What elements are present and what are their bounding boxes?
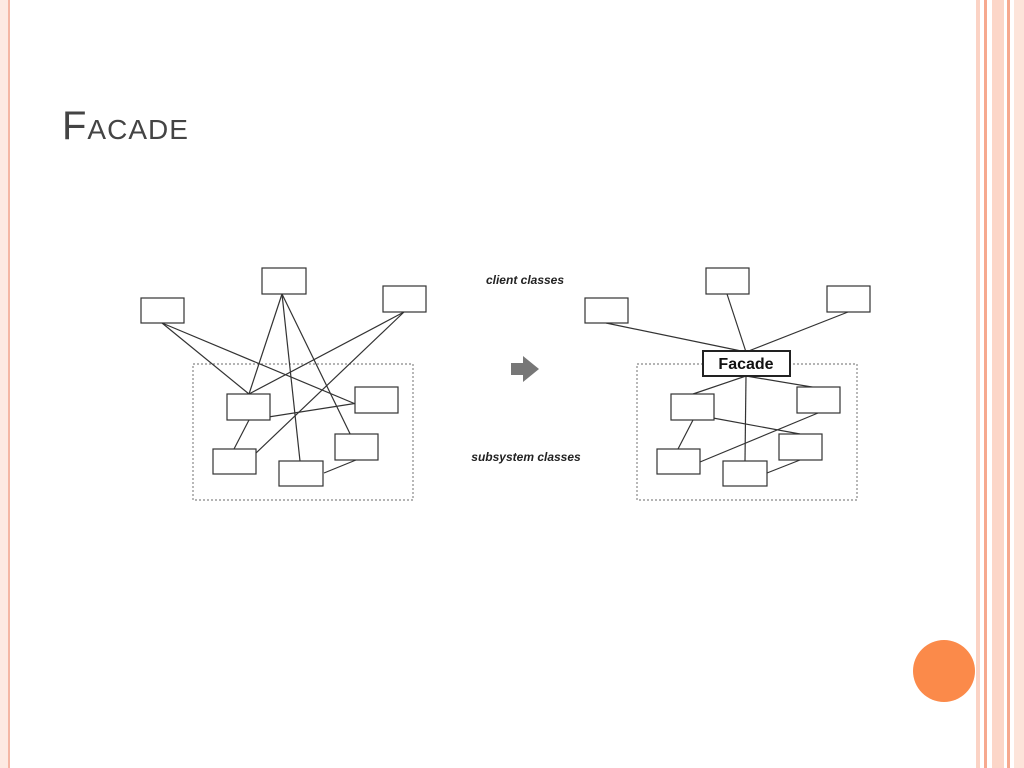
frame-stripe xyxy=(992,0,1004,768)
client-class-box xyxy=(382,285,427,313)
client-classes-label: client classes xyxy=(486,273,564,287)
subsystem-class-box xyxy=(670,393,715,421)
subsystem-class-box xyxy=(334,433,379,461)
arrow-right-icon xyxy=(511,356,539,382)
facade-label: Facade xyxy=(718,356,773,373)
subsystem-class-box xyxy=(796,386,841,414)
subsystem-class-box xyxy=(778,433,823,461)
client-class-box xyxy=(705,267,750,295)
slide-frame-left xyxy=(0,0,10,768)
accent-circle xyxy=(913,640,975,702)
facade-box xyxy=(702,350,791,377)
frame-stripe xyxy=(1014,0,1024,768)
subsystem-class-box xyxy=(354,386,399,414)
frame-stripe xyxy=(1007,0,1010,768)
slide-frame-right xyxy=(976,0,1024,768)
client-class-box xyxy=(584,297,629,324)
subsystem-classes-label: subsystem classes xyxy=(471,450,581,464)
client-class-box xyxy=(826,285,871,313)
subsystem-class-box xyxy=(226,393,271,421)
client-class-box xyxy=(140,297,185,324)
frame-stripe xyxy=(976,0,980,768)
subsystem-class-box xyxy=(278,460,324,487)
subsystem-class-box xyxy=(212,448,257,475)
subsystem-class-box xyxy=(656,448,701,475)
slide-title: Facade xyxy=(62,104,189,148)
frame-stripe xyxy=(984,0,987,768)
subsystem-class-box xyxy=(722,460,768,487)
subsystem-container-left xyxy=(192,363,414,501)
client-class-box xyxy=(261,267,307,295)
